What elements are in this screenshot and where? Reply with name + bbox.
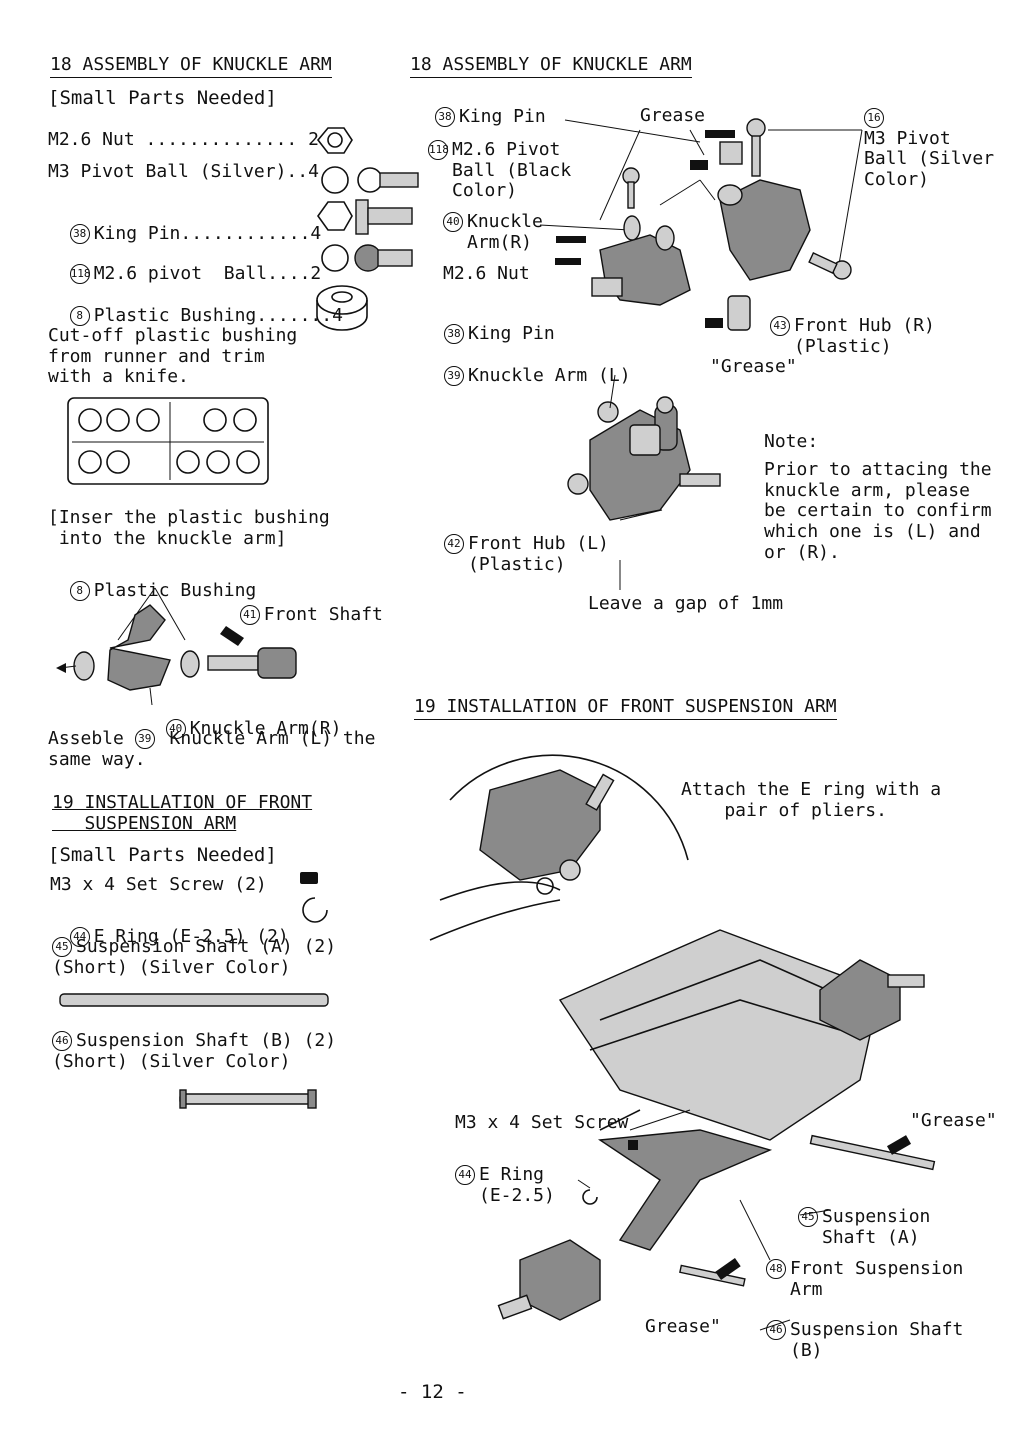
section18-heading-left: 18 ASSEMBLY OF KNUCKLE ARM [50,54,332,78]
section19-heading-right: 19 INSTALLATION OF FRONT SUSPENSION ARM [414,696,837,720]
note-body: Prior to attacing the knuckle arm, pleas… [764,459,992,563]
note-title: Note: [764,431,819,452]
small-parts19-heading: [Small Parts Needed] [48,844,277,866]
plastic-bushing-icon [316,285,368,331]
insert-note: [Inser the plastic bushing into the knuc… [48,507,330,549]
e-ring-pliers-detail [429,754,689,941]
e-ring-icon [302,897,328,923]
suspension-shaft-a-icon [59,993,329,1007]
m26-nut-icon [316,127,353,154]
attach-e-ring-note: Attach the E ring with a pair of pliers. [681,779,942,821]
small-parts-heading: [Small Parts Needed] [48,87,277,109]
assemble-note: Asseble 39 Knuckle Arm (L) the same way. [48,728,376,770]
label-grease-right: "Grease" [910,1110,997,1131]
part-m3-pivot-ball: M3 Pivot Ball (Silver)..4 [48,161,319,182]
part-set-screw: M3 x 4 Set Screw (2) [50,874,267,895]
label-grease-quoted: "Grease" [710,356,797,377]
label-grease-top: Grease [640,105,706,126]
cutoff-note: Cut-off plastic bushing from runner and … [48,325,298,388]
part-number-badge: 38 [69,223,90,244]
suspension-shaft-b-icon [179,1089,317,1109]
label-gap: Leave a gap of 1mm [588,593,784,614]
knuckle-arm-right-assembly [539,118,863,331]
knuckle-arm-exploded [56,587,297,706]
knuckle-arm-left-assembly [567,374,721,590]
label-m26-nut: M2.6 Nut [443,263,530,284]
section18-heading-right: 18 ASSEMBLY OF KNUCKLE ARM [410,54,692,78]
section19-heading-left: 19 INSTALLATION OF FRONT SUSPENSION ARM [52,792,313,834]
pivot-ball-silver-icon [321,166,419,194]
part-number-badge: 8 [69,305,90,326]
page-number: - 12 - [398,1381,467,1403]
label-set-screw: M3 x 4 Set Screw [455,1112,629,1133]
part-m26-nut: M2.6 Nut .............. 2 [48,129,319,150]
pivot-ball-118-icon [321,244,413,272]
label-grease-bottom: Grease" [645,1316,721,1337]
bushing-runner [67,397,269,485]
set-screw-icon [300,872,318,884]
king-pin-icon [317,199,413,235]
part-number-badge: 118 [69,263,91,284]
chassis-front-assembly [497,929,936,1331]
